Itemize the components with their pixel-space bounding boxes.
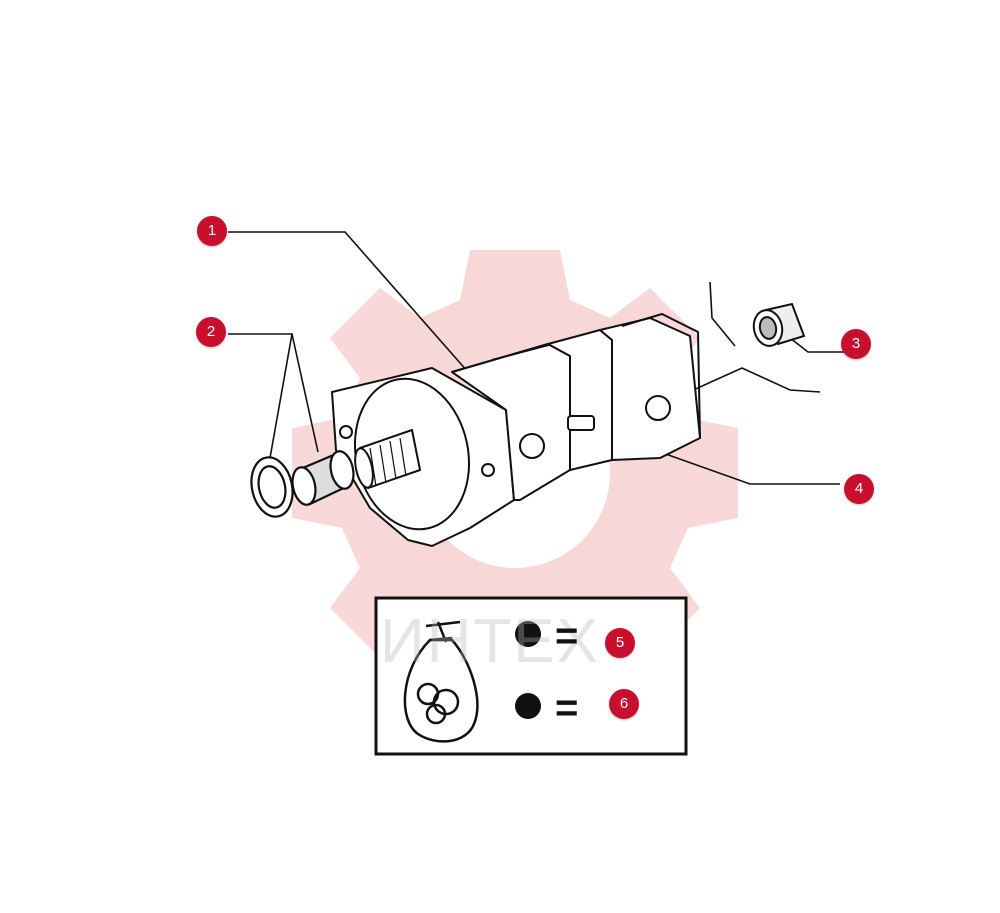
port-rear xyxy=(645,395,671,421)
callout-6[interactable]: 6 xyxy=(609,689,639,719)
leader-line-2b xyxy=(291,333,319,453)
callout-4[interactable]: 4 xyxy=(844,474,874,504)
kit-equals-1: = xyxy=(555,614,579,658)
leader-line-right xyxy=(679,367,821,397)
kit-bag-icon xyxy=(403,620,479,743)
fitting xyxy=(567,415,595,431)
leader-line-4 xyxy=(659,451,840,485)
leader-line-top xyxy=(709,281,736,347)
leader-line-2a xyxy=(228,333,293,459)
kit-dot-1-icon xyxy=(515,621,541,647)
callout-2[interactable]: 2 xyxy=(196,317,226,347)
leader-lines xyxy=(228,231,844,485)
leader-line-3 xyxy=(789,337,844,353)
port-front xyxy=(519,433,545,459)
callout-3[interactable]: 3 xyxy=(841,329,871,359)
leader-line-1 xyxy=(228,231,469,373)
repair-kit-box xyxy=(374,596,688,756)
bushing-part xyxy=(752,302,806,347)
callout-5[interactable]: 5 xyxy=(605,628,635,658)
callout-1[interactable]: 1 xyxy=(197,216,227,246)
gear-pump-assembly xyxy=(331,313,701,547)
shaft-seal-parts xyxy=(250,450,355,518)
kit-dot-2-icon xyxy=(515,693,541,719)
pump-section-rear xyxy=(599,317,701,461)
kit-equals-2: = xyxy=(555,686,579,730)
